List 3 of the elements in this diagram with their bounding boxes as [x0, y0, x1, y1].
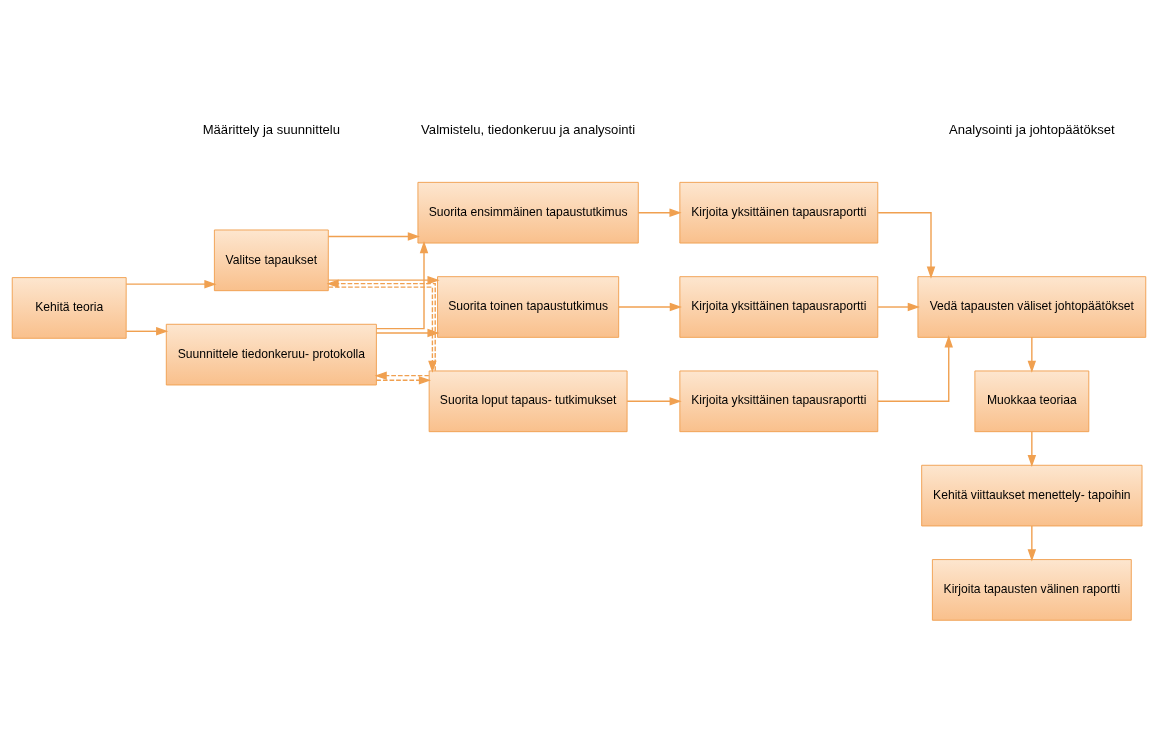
label: Analysointi ja johtopäätökset — [949, 121, 1115, 137]
label: Valmistelu, tiedonkeruu ja analysointi — [421, 121, 636, 137]
label: Määrittely ja suunnittelu — [202, 121, 340, 137]
